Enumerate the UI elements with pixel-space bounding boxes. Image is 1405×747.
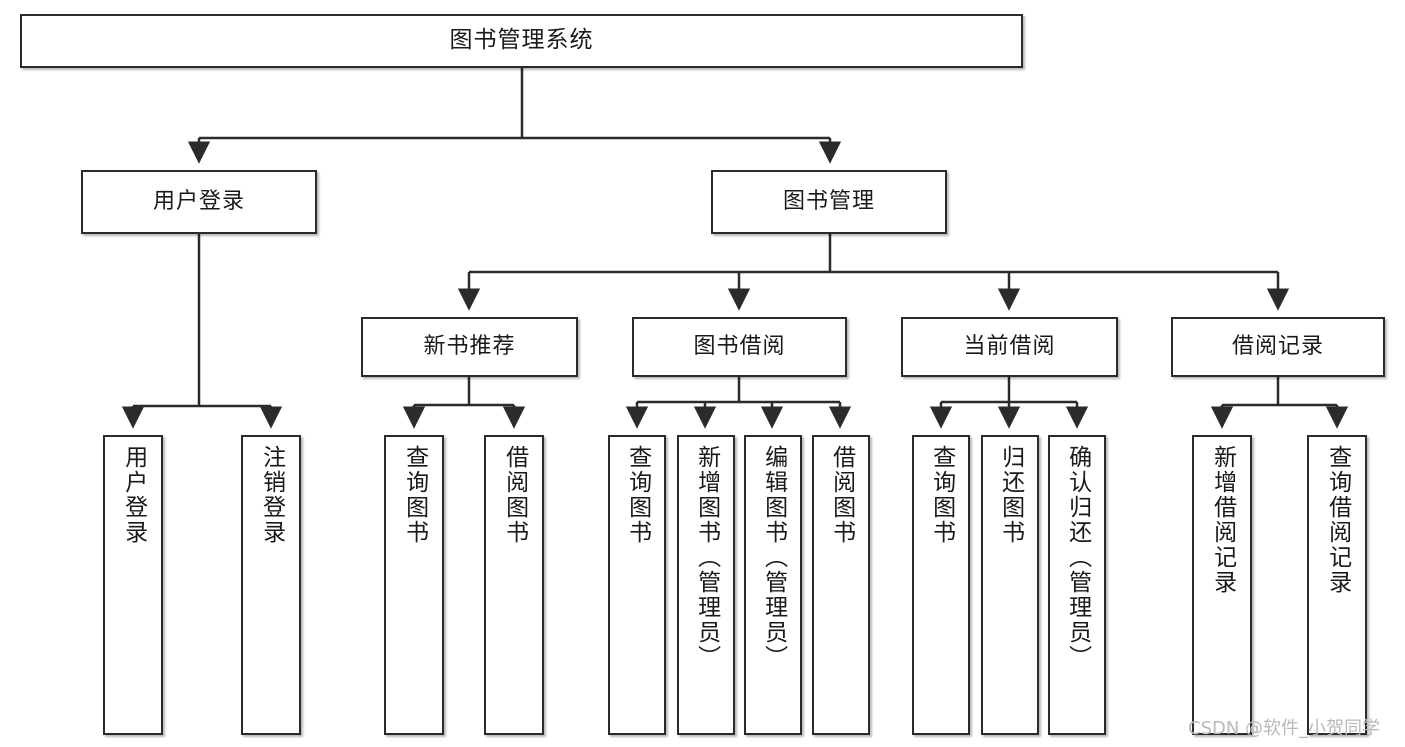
leaf-add-book[interactable]: 新增图书（管理员） [677,435,735,735]
leaf-borrow-book-2-label: 借阅图书 [828,445,855,545]
leaf-query-book-1-label: 查询图书 [401,445,428,545]
node-root-label: 图书管理系统 [449,27,594,54]
node-current-borrow-label: 当前借阅 [963,333,1056,359]
leaf-borrow-book-1-label: 借阅图书 [501,445,528,545]
leaf-query-book-3[interactable]: 查询图书 [912,435,970,735]
leaf-return-book[interactable]: 归还图书 [981,435,1039,735]
node-borrow-record[interactable]: 借阅记录 [1171,317,1385,377]
leaf-query-record[interactable]: 查询借阅记录 [1307,435,1367,735]
leaf-confirm-return[interactable]: 确认归还（管理员） [1048,435,1106,735]
node-user-login-label: 用户登录 [152,188,245,214]
leaf-query-book-2[interactable]: 查询图书 [608,435,666,735]
node-new-book-recommend[interactable]: 新书推荐 [361,317,578,377]
node-book-borrow[interactable]: 图书借阅 [632,317,847,377]
leaf-query-book-3-label: 查询图书 [928,445,955,545]
node-root[interactable]: 图书管理系统 [20,14,1023,68]
leaf-add-record-label: 新增借阅记录 [1209,445,1236,595]
node-book-management-label: 图书管理 [782,188,875,214]
leaf-query-book-1[interactable]: 查询图书 [384,435,444,735]
leaf-edit-book[interactable]: 编辑图书（管理员） [744,435,802,735]
leaf-logout-login[interactable]: 注销登录 [241,435,301,735]
leaf-user-login[interactable]: 用户登录 [103,435,163,735]
node-book-borrow-label: 图书借阅 [693,333,786,359]
leaf-query-record-label: 查询借阅记录 [1324,445,1351,595]
node-current-borrow[interactable]: 当前借阅 [901,317,1118,377]
leaf-user-login-label: 用户登录 [120,445,147,545]
leaf-logout-login-label: 注销登录 [258,445,285,545]
leaf-borrow-book-2[interactable]: 借阅图书 [812,435,870,735]
leaf-query-book-2-label: 查询图书 [624,445,651,545]
csdn-watermark: CSDN @软件_小贺同学 [1188,718,1381,739]
leaf-confirm-return-label: 确认归还（管理员） [1064,445,1091,670]
node-borrow-record-label: 借阅记录 [1231,333,1324,359]
leaf-borrow-book-1[interactable]: 借阅图书 [484,435,544,735]
leaf-add-book-label: 新增图书（管理员） [693,445,720,670]
leaf-add-record[interactable]: 新增借阅记录 [1192,435,1252,735]
leaf-return-book-label: 归还图书 [997,445,1024,545]
node-new-book-recommend-label: 新书推荐 [423,333,516,359]
node-book-management[interactable]: 图书管理 [711,170,947,234]
node-user-login[interactable]: 用户登录 [81,170,317,234]
leaf-edit-book-label: 编辑图书（管理员） [760,445,787,670]
